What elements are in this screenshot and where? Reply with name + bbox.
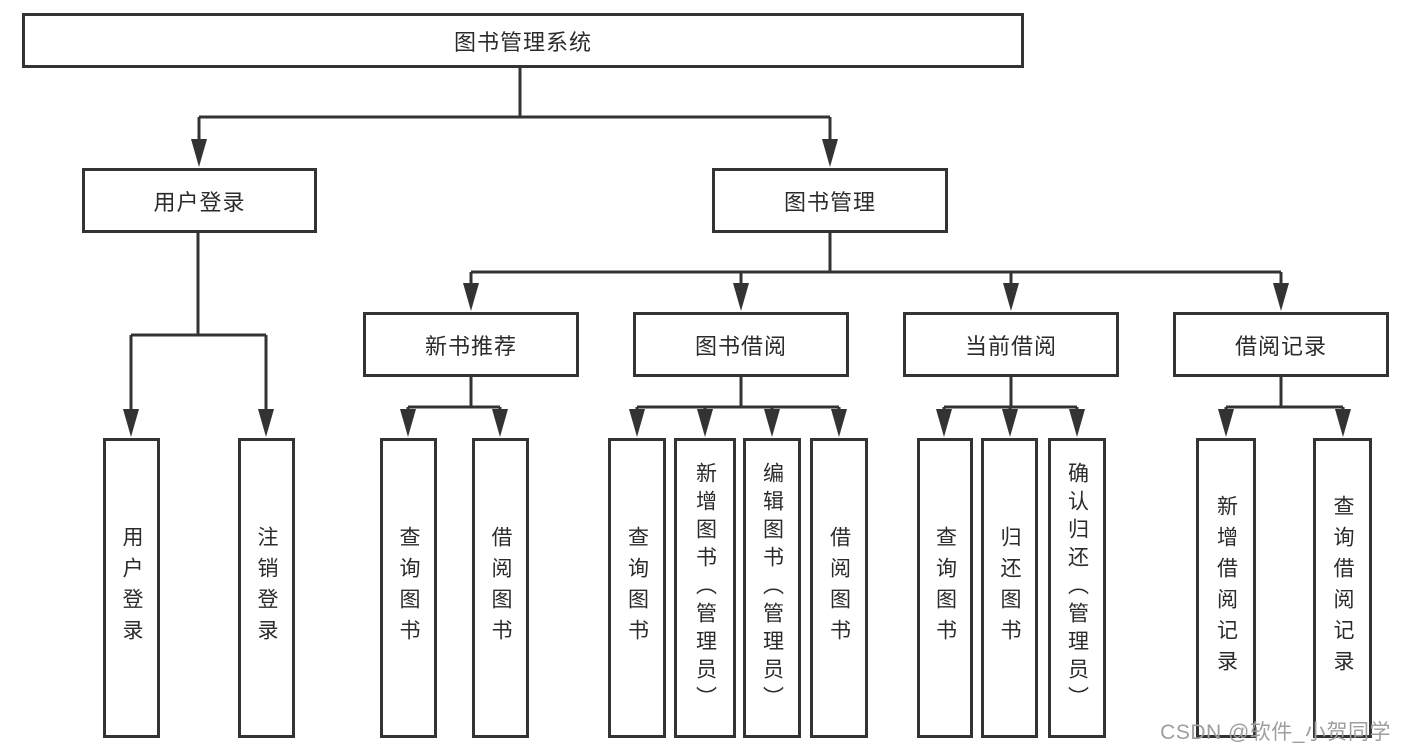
leaf-add-book-admin: 新增图书（管理员） <box>674 438 736 738</box>
leaf-add-borrow-record: 新增借阅记录 <box>1196 438 1256 738</box>
leaf-confirm-return-admin: 确认归还（管理员） <box>1048 438 1106 738</box>
leaf-add-borrow-record-label: 新增借阅记录 <box>1214 495 1238 681</box>
leaf-logout: 注销登录 <box>238 438 295 738</box>
leaf-user-login-label: 用户登录 <box>120 526 143 650</box>
arrowheads <box>123 139 1351 437</box>
node-root-label: 图书管理系统 <box>453 29 592 55</box>
leaf-query-books-current: 查询图书 <box>917 438 973 738</box>
leaf-edit-book-admin: 编辑图书（管理员） <box>743 438 801 738</box>
node-root: 图书管理系统 <box>22 13 1024 68</box>
leaf-query-books-recommend-label: 查询图书 <box>397 526 420 650</box>
node-new-book-recommend-label: 新书推荐 <box>424 333 517 359</box>
leaf-logout-label: 注销登录 <box>255 526 278 650</box>
leaf-borrow-books-label: 借阅图书 <box>827 526 851 650</box>
node-book-borrow-label: 图书借阅 <box>694 333 787 359</box>
node-current-borrow-label: 当前借阅 <box>964 333 1057 359</box>
leaf-query-books-current-label: 查询图书 <box>933 526 957 650</box>
leaf-borrow-books-recommend-label: 借阅图书 <box>489 526 512 650</box>
csdn-watermark: CSDN @软件_小贺同学 <box>1160 721 1391 744</box>
node-book-management-label: 图书管理 <box>783 189 876 215</box>
leaf-query-borrow-record: 查询借阅记录 <box>1313 438 1372 738</box>
leaf-query-books-borrow-label: 查询图书 <box>625 526 649 650</box>
leaf-return-book: 归还图书 <box>981 438 1038 738</box>
leaf-user-login: 用户登录 <box>103 438 160 738</box>
leaf-add-book-admin-label: 新增图书（管理员） <box>693 462 717 714</box>
leaf-confirm-return-admin-label: 确认归还（管理员） <box>1065 462 1089 714</box>
leaf-query-books-borrow: 查询图书 <box>608 438 666 738</box>
leaf-borrow-books-recommend: 借阅图书 <box>472 438 529 738</box>
leaf-borrow-books: 借阅图书 <box>810 438 868 738</box>
node-user-login: 用户登录 <box>82 168 317 233</box>
leaf-query-books-recommend: 查询图书 <box>380 438 437 738</box>
node-book-borrow: 图书借阅 <box>633 312 849 377</box>
node-current-borrow: 当前借阅 <box>903 312 1119 377</box>
node-user-login-label: 用户登录 <box>153 189 246 215</box>
node-borrow-records-label: 借阅记录 <box>1234 333 1327 359</box>
node-new-book-recommend: 新书推荐 <box>363 312 579 377</box>
leaf-return-book-label: 归还图书 <box>998 526 1021 650</box>
node-borrow-records: 借阅记录 <box>1173 312 1389 377</box>
leaf-edit-book-admin-label: 编辑图书（管理员） <box>760 462 784 714</box>
node-book-management: 图书管理 <box>712 168 948 233</box>
leaf-query-borrow-record-label: 查询借阅记录 <box>1331 495 1354 681</box>
